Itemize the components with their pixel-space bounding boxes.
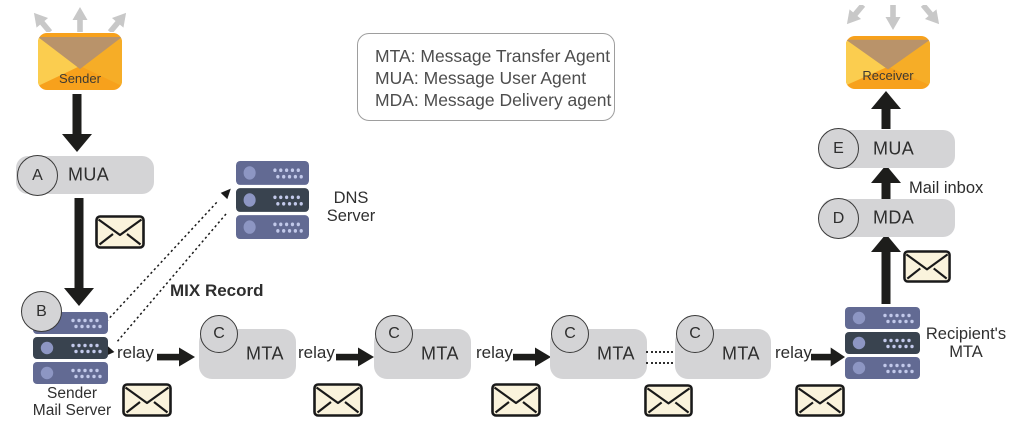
legend-line-mda: MDA: Message Delivery agent (375, 90, 612, 110)
relay-arrow-3 (513, 347, 551, 367)
node-mta-3-label: MTA (597, 343, 635, 364)
up-arrow (871, 234, 901, 304)
node-mua-e-label: MUA (873, 138, 915, 159)
receiver-envelope: Receiver (846, 36, 930, 89)
mail-inbox-label: Mail inbox (909, 179, 984, 197)
recipient-mta-server-icon (845, 307, 920, 379)
badge-c4: C (676, 315, 714, 353)
continuation-dots (646, 351, 677, 353)
message-envelope-icon (644, 384, 693, 417)
sender-envelope: Sender (38, 33, 122, 90)
badge-d: D (818, 198, 859, 239)
message-envelope-icon (122, 383, 172, 417)
badge-c3: C (551, 315, 589, 353)
legend-line-mua: MUA: Message User Agent (375, 68, 587, 88)
message-envelope-icon (903, 250, 951, 283)
broadcast-arrows-icon (33, 7, 127, 32)
relay-label-2: relay (298, 343, 335, 362)
badge-b: B (21, 291, 62, 332)
node-mua-a-label: MUA (68, 164, 110, 185)
relay-arrow-2 (336, 347, 374, 367)
node-mda-label: MDA (873, 207, 915, 228)
relay-label-3: relay (476, 343, 513, 362)
down-arrow (64, 198, 94, 306)
sender-label: Sender (59, 71, 101, 86)
legend-box: MTA: Message Transfer Agent MUA: Message… (357, 33, 615, 121)
dns-server-label: DNS Server (326, 189, 376, 225)
sender-mail-server-label: Sender Mail Server (32, 385, 112, 419)
relay-arrow-4 (811, 347, 845, 367)
up-arrow (871, 91, 901, 129)
node-mta-4-label: MTA (722, 343, 760, 364)
badge-e: E (818, 128, 859, 169)
badge-c1: C (200, 315, 238, 353)
badge-c2: C (375, 315, 413, 353)
badge-a: A (17, 155, 58, 196)
message-envelope-icon (313, 383, 363, 417)
relay-label-4: relay (775, 343, 812, 362)
down-arrow (62, 94, 92, 152)
message-envelope-icon (491, 383, 541, 417)
recipient-mta-label: Recipient's MTA (925, 325, 1007, 361)
incoming-arrows-icon (846, 5, 940, 30)
node-mta-1-label: MTA (246, 343, 284, 364)
legend-line-mta: MTA: Message Transfer Agent (375, 46, 611, 66)
continuation-dots (646, 362, 677, 364)
node-mta-2-label: MTA (421, 343, 459, 364)
up-arrow (871, 165, 901, 199)
relay-arrow-1 (157, 347, 195, 367)
dns-server-icon (236, 161, 309, 239)
receiver-label: Receiver (862, 68, 914, 83)
message-envelope-icon (795, 384, 845, 417)
relay-label-1: relay (117, 343, 154, 362)
mix-record-label: MIX Record (170, 281, 264, 300)
